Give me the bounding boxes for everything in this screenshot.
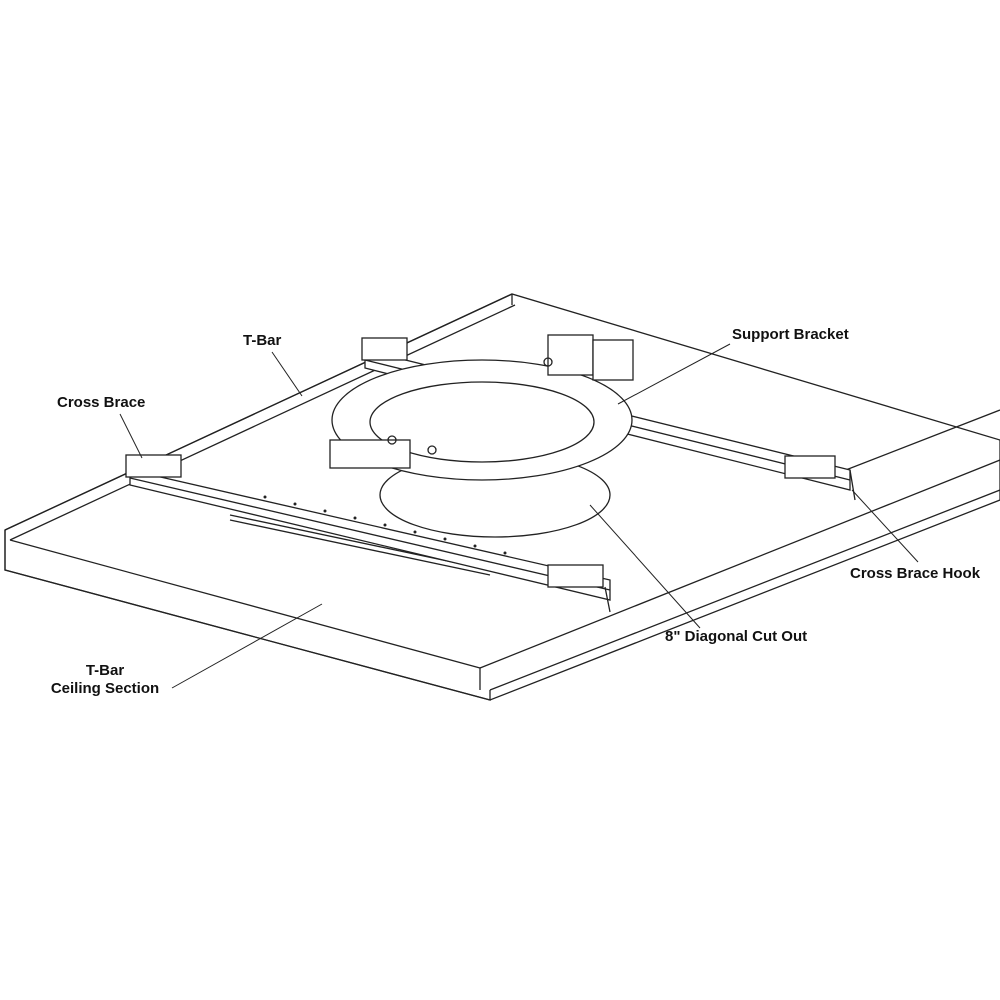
label-cross-brace: Cross Brace (57, 394, 146, 411)
front-cross-brace (125, 454, 611, 613)
label-support-bracket: Support Bracket (732, 326, 849, 343)
label-diagonal-cut-out: 8" Diagonal Cut Out (665, 628, 808, 645)
leader-lines (119, 343, 919, 689)
label-ceiling-line2: Ceiling Section (50, 680, 160, 697)
label-t-bar: T-Bar (243, 332, 282, 349)
label-cross-brace-hook: Cross Brace Hook (850, 565, 981, 582)
label-ceiling-section: T-Bar Ceiling Section (40, 662, 170, 698)
support-bracket (329, 334, 634, 481)
label-ceiling-line1: T-Bar (85, 662, 125, 679)
